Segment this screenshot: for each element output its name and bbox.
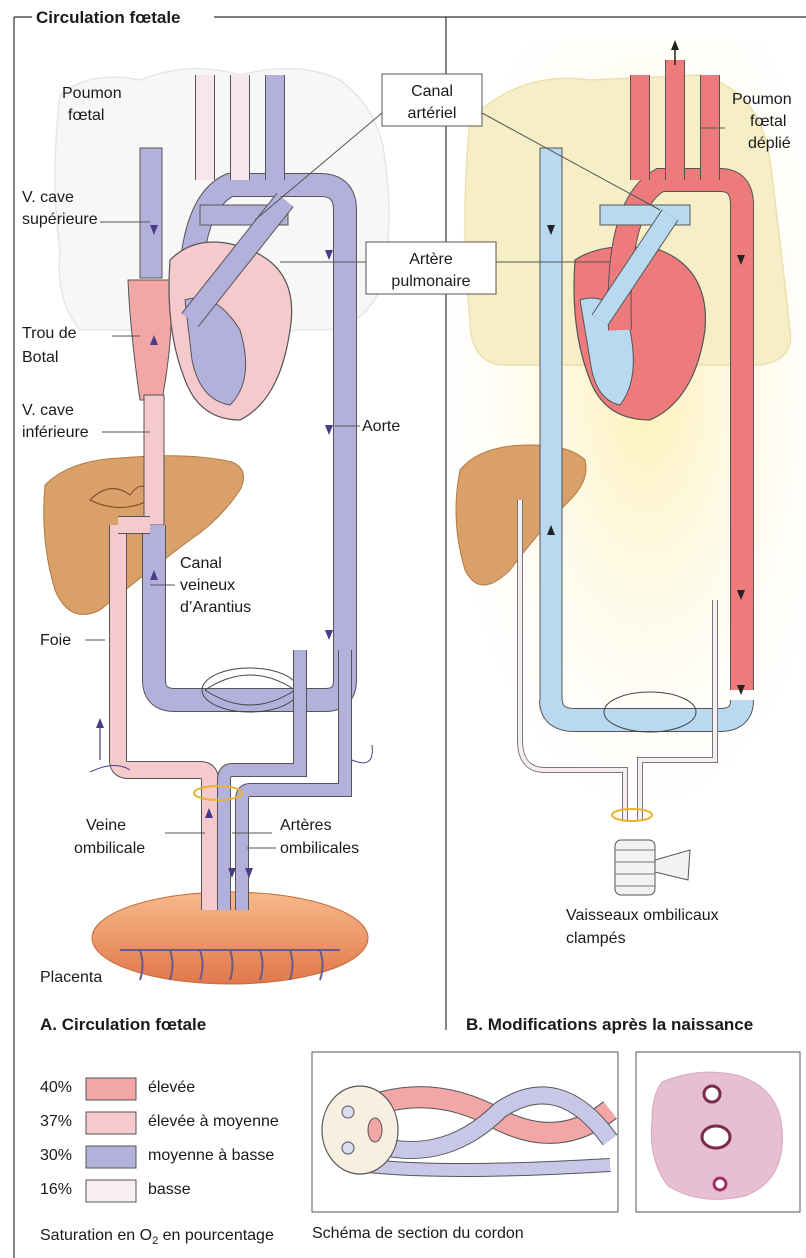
label-canal-veineux-3: d’Arantius bbox=[180, 599, 251, 616]
legend-swatch-0 bbox=[86, 1078, 136, 1100]
legend-label-1: élevée à moyenne bbox=[148, 1113, 279, 1130]
legend-pct-0: 40% bbox=[40, 1079, 72, 1096]
label-canal-veineux-2: veineux bbox=[180, 577, 235, 594]
label-arteres-1: Artères bbox=[280, 817, 332, 834]
label-poumon-foetal-2: fœtal bbox=[68, 107, 104, 124]
caption-a: A. Circulation fœtale bbox=[40, 1015, 206, 1034]
label-artere-pulm-1: Artère bbox=[409, 251, 453, 268]
label-vaisseaux-1: Vaisseaux ombilicaux bbox=[566, 907, 719, 924]
label-b-poumon-3: déplié bbox=[748, 135, 791, 152]
label-canal-veineux-1: Canal bbox=[180, 555, 222, 572]
clamp-icon bbox=[615, 840, 690, 895]
label-aorte: Aorte bbox=[362, 418, 400, 435]
label-vci-2: inférieure bbox=[22, 424, 89, 441]
caption-b: B. Modifications après la naissance bbox=[466, 1015, 753, 1034]
label-veine-2: ombilicale bbox=[74, 840, 145, 857]
legend-label-0: élevée bbox=[148, 1079, 195, 1096]
label-poumon-foetal-1: Poumon bbox=[62, 85, 122, 102]
label-vcs-1: V. cave bbox=[22, 189, 74, 206]
label-arteres-2: ombilicales bbox=[280, 840, 359, 857]
legend-swatch-2 bbox=[86, 1146, 136, 1168]
label-placenta: Placenta bbox=[40, 969, 102, 986]
label-canal-arteriel-1: Canal bbox=[411, 83, 453, 100]
panel-a: Poumon fœtal V. cave supérieure Trou de … bbox=[22, 69, 400, 1034]
label-trou-2: Botal bbox=[22, 349, 58, 366]
label-canal-arteriel-2: artériel bbox=[408, 105, 457, 122]
label-b-poumon-1: Poumon bbox=[732, 91, 792, 108]
label-b-poumon-2: fœtal bbox=[750, 113, 786, 130]
cord-section: Schéma de section du cordon bbox=[312, 1052, 800, 1242]
legend-label-3: basse bbox=[148, 1181, 191, 1198]
legend-swatch-1 bbox=[86, 1112, 136, 1134]
label-foie: Foie bbox=[40, 632, 71, 649]
label-vci-1: V. cave bbox=[22, 402, 74, 419]
legend-swatch-3 bbox=[86, 1180, 136, 1202]
label-vaisseaux-2: clampés bbox=[566, 930, 626, 947]
label-artere-pulm-2: pulmonaire bbox=[391, 273, 470, 290]
label-veine-1: Veine bbox=[86, 817, 126, 834]
legend-pct-2: 30% bbox=[40, 1147, 72, 1164]
legend-pct-1: 37% bbox=[40, 1113, 72, 1130]
header-title: Circulation fœtale bbox=[36, 8, 181, 27]
legend-footer-suffix: en pourcentage bbox=[158, 1227, 274, 1244]
cord-caption: Schéma de section du cordon bbox=[312, 1225, 524, 1242]
saturation-legend: 40% élevée 37% élevée à moyenne 30% moye… bbox=[40, 1078, 279, 1247]
label-vcs-2: supérieure bbox=[22, 211, 98, 228]
legend-footer: Saturation en O2 en pourcentage bbox=[40, 1227, 274, 1247]
legend-footer-prefix: Saturation en O bbox=[40, 1227, 152, 1244]
legend-pct-3: 16% bbox=[40, 1181, 72, 1198]
panel-b: Poumon fœtal déplié Vaisseaux ombilicaux… bbox=[450, 40, 806, 1034]
legend-label-2: moyenne à basse bbox=[148, 1147, 274, 1164]
label-trou-1: Trou de bbox=[22, 325, 77, 342]
